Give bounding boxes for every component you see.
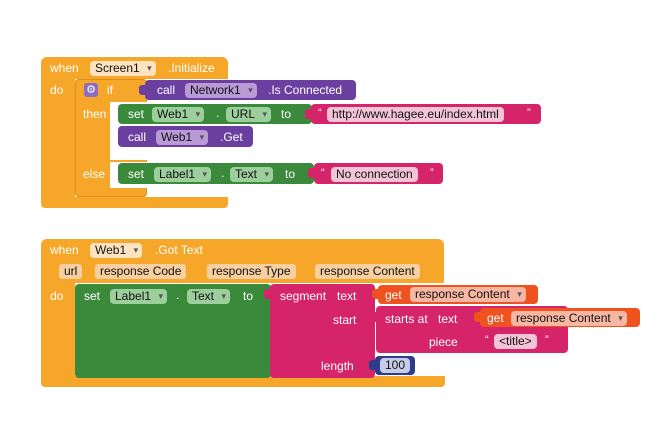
url-text-field[interactable]: http://www.hagee.eu/index.html (327, 107, 504, 122)
param-response-type[interactable]: response Type (207, 264, 296, 279)
set-keyword-2: set (128, 167, 145, 181)
param-url[interactable]: url (59, 264, 83, 279)
response-content-variable-dropdown[interactable]: response Content (410, 287, 526, 302)
response-content-variable-dropdown-2[interactable]: response Content (511, 311, 627, 326)
open-quote-3: “ (485, 334, 489, 346)
label1-component-dropdown[interactable]: Label1 (154, 167, 212, 182)
connector-tab (370, 312, 376, 322)
close-quote-3: ” (545, 334, 549, 346)
screen1-component-dropdown[interactable]: Screen1 (90, 61, 156, 76)
when-keyword: when (50, 61, 79, 75)
do-keyword: do (50, 83, 64, 97)
call-keyword-2: call (128, 130, 147, 144)
piece-keyword: piece (429, 335, 458, 349)
close-quote-2: ” (430, 167, 434, 179)
no-connection-text-field[interactable]: No connection (331, 167, 418, 182)
get-method-name: .Get (220, 130, 243, 144)
dot-separator-3: . (176, 288, 180, 302)
open-quote: “ (318, 107, 322, 119)
when-keyword-2: when (50, 243, 79, 257)
set-keyword: set (128, 107, 145, 121)
got-text-event-name: .Got Text (155, 243, 203, 257)
event-block-footer (41, 197, 228, 208)
connector-tab (369, 360, 375, 370)
event-block-footer (41, 376, 445, 387)
is-connected-property: .Is Connected (268, 83, 343, 97)
title-text-field[interactable]: <title> (494, 334, 537, 349)
segment-keyword: segment (280, 289, 327, 303)
open-quote-2: “ (321, 167, 325, 179)
if-keyword: if (107, 83, 113, 97)
get-keyword-2: get (487, 311, 504, 325)
to-keyword: to (281, 107, 292, 121)
text-property-dropdown[interactable]: Text (230, 167, 274, 182)
web1-event-component-dropdown[interactable]: Web1 (90, 243, 143, 258)
dot-separator: . (216, 106, 220, 120)
set-keyword-3: set (84, 289, 101, 303)
starts-at-keyword: starts at (385, 312, 428, 326)
gear-icon[interactable]: ⚙ (84, 83, 98, 97)
connector-tab (139, 85, 145, 95)
event-block-spine (41, 239, 75, 387)
connector-tab (305, 109, 311, 119)
length-number-field[interactable]: 100 (380, 358, 411, 373)
connector-tab (372, 289, 378, 299)
set-label1-text-block-2[interactable] (75, 284, 271, 378)
length-keyword: length (321, 359, 354, 373)
url-property-dropdown[interactable]: URL (226, 107, 272, 122)
web1-component-dropdown-2[interactable]: Web1 (156, 130, 209, 145)
start-keyword: start (333, 313, 357, 327)
label1-component-dropdown-2[interactable]: Label1 (110, 289, 168, 304)
param-response-code[interactable]: response Code (95, 264, 187, 279)
else-keyword: else (83, 167, 106, 181)
network1-component-dropdown[interactable]: Network1 (185, 83, 257, 98)
connector-tab (474, 312, 480, 322)
web1-component-dropdown[interactable]: Web1 (152, 107, 205, 122)
param-response-content[interactable]: response Content (315, 264, 420, 279)
initialize-event-name: .Initialize (168, 61, 215, 75)
call-keyword: call (157, 83, 176, 97)
connector-tab (308, 168, 314, 178)
to-keyword-3: to (243, 289, 254, 303)
text-keyword-2: text (438, 312, 458, 326)
text-keyword: text (337, 289, 357, 303)
connector-tab (472, 336, 478, 346)
to-keyword-2: to (285, 167, 296, 181)
do-keyword-2: do (50, 289, 64, 303)
close-quote: ” (527, 107, 531, 119)
connector-tab (264, 289, 270, 299)
then-keyword: then (83, 107, 107, 121)
segment-text-block[interactable] (270, 284, 375, 378)
text-property-dropdown-2[interactable]: Text (187, 289, 231, 304)
dot-separator-2: . (221, 166, 225, 180)
event-block-spine (41, 57, 75, 208)
get-keyword: get (385, 288, 402, 302)
